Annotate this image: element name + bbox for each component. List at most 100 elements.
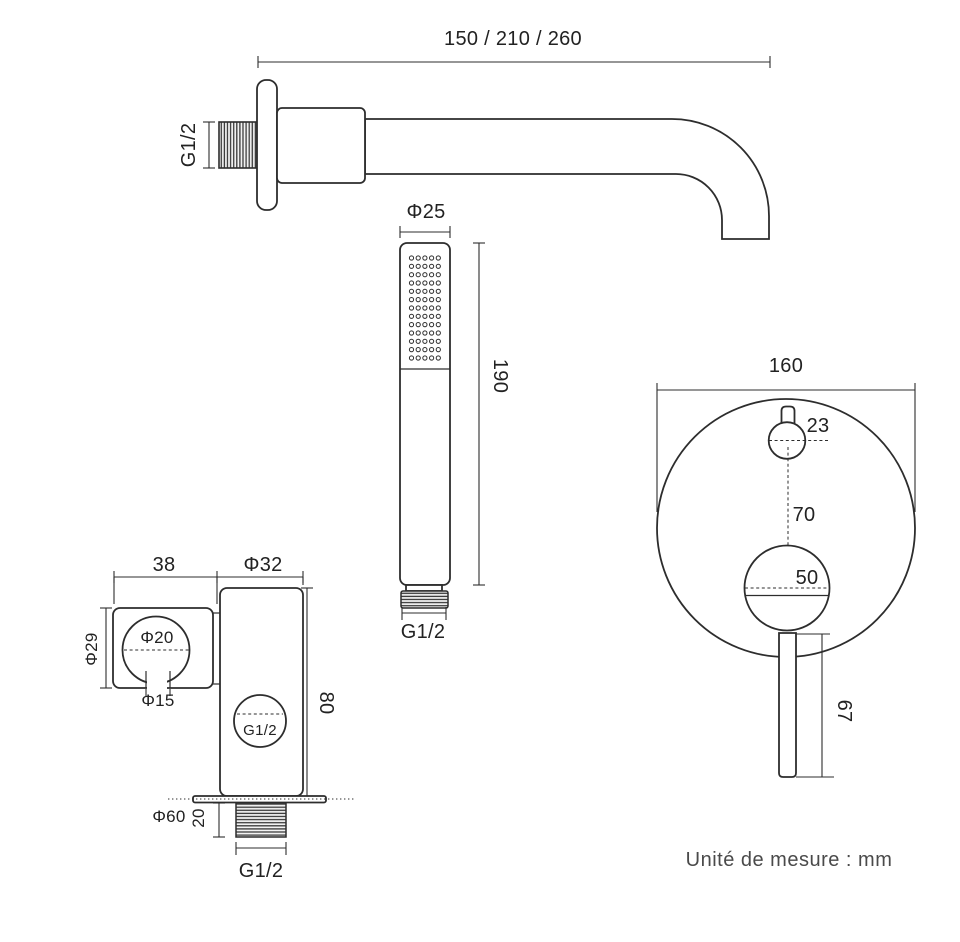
handle-base-dimension-label: 50 [796,567,819,589]
nozzle-dot [408,355,415,361]
nozzle-dot [429,322,435,328]
nozzle-dot [415,338,421,344]
nozzle-dot [422,338,428,344]
nozzle-dot [422,330,428,336]
nozzle-dot [415,280,421,286]
nozzle-dot [429,255,435,261]
nozzle-dot [415,347,421,353]
nozzle-dot [429,347,435,353]
nozzle-dot [435,297,441,303]
nozzle-dot [408,313,415,319]
nozzle-dot [429,330,435,336]
nozzle-dot [408,297,415,303]
spout-tube [364,118,770,240]
nozzle-dot [435,288,441,294]
nozzle-dot [429,338,435,344]
hand-shower-diameter-label: Φ25 [406,201,445,223]
thread-length-dimension-lines [213,802,225,838]
nozzle-dot [422,355,428,361]
wall-spout-view: 150 / 210 / 260 G1/2 [178,28,771,240]
spout-thread-label: G1/2 [178,123,200,168]
nozzle-dot [429,355,435,361]
nozzle-dot [415,355,421,361]
nozzle-dot [429,297,435,303]
nozzle-dot [435,347,441,353]
spout-length-dimension-lines [257,56,771,68]
nozzle-dot [422,297,428,303]
spout-wall-flange [256,79,278,211]
nozzle-dot [415,297,421,303]
nozzle-dot [408,305,415,311]
center-distance-label: 70 [793,504,816,526]
bracket-height-dimension-lines [100,607,112,689]
nozzle-dot [435,330,441,336]
spout-mounting-block [276,107,366,184]
nozzle-dot [435,263,441,269]
outlet-top-dimension-lines [113,571,304,604]
lever-dimension-lines [796,633,834,778]
nozzle-dot [408,322,415,328]
hand-shower-length-dimension-lines [473,242,485,586]
spout-thread-dimension-lines [203,121,215,169]
nozzle-dot [408,330,415,336]
nozzle-dot [429,305,435,311]
diverter-knob-dimension-label: 23 [807,415,830,437]
nozzle-dot [422,288,428,294]
mixer-plate-diameter-label: 160 [769,355,803,377]
lever-length-label: 67 [833,700,855,723]
wall-outlet-view: 38 Φ32 Φ20 Φ15 Φ29 [82,554,356,882]
outlet-body [219,587,304,797]
nozzle-dot [429,313,435,319]
body-height-label: 80 [315,692,337,715]
nozzle-dot [422,305,428,311]
hand-shower-length-label: 190 [489,359,511,393]
nozzle-dot [422,322,428,328]
hand-shower-thread-label: G1/2 [401,621,446,643]
nozzle-dot [435,322,441,328]
nozzle-dot [422,347,428,353]
nozzle-dot [408,347,415,353]
nozzle-dot [408,280,415,286]
nozzle-dot [435,338,441,344]
nozzle-dot [415,305,421,311]
nozzle-dot [429,280,435,286]
hand-shower-connector-thread [400,590,449,609]
unit-of-measure-note: Unité de mesure : mm [686,849,893,871]
hand-shower-body [399,242,451,586]
spray-nozzle-grid [408,255,441,361]
nozzle-dot [435,355,441,361]
side-port-thread-label: G1/2 [243,722,277,739]
side-port-circle [233,694,287,748]
nozzle-dot [408,272,415,278]
nozzle-dot [429,272,435,278]
nozzle-dot [415,263,421,269]
nozzle-dot [422,313,428,319]
nozzle-dot [415,288,421,294]
holder-ring-inner-label: Φ20 [140,628,173,647]
nozzle-dot [435,305,441,311]
nozzle-dot [422,263,428,269]
hand-shower-neck [405,584,443,592]
mixer-plate-dimension-lines [656,383,916,512]
nozzle-dot [415,313,421,319]
mixer-lever-handle [778,632,797,778]
nozzle-dot [429,263,435,269]
holder-slot-gap [147,669,167,690]
nozzle-dot [415,272,421,278]
nozzle-dot [415,322,421,328]
nozzle-dot [422,272,428,278]
outlet-body-diameter-label: Φ32 [243,554,282,576]
nozzle-dot [408,338,415,344]
nozzle-dot [429,288,435,294]
flange-diameter-label: Φ60 [152,807,185,826]
bracket-ring-outer-label: Φ29 [82,632,101,665]
spout-inlet-thread [218,121,258,169]
bottom-thread-label: G1/2 [239,860,284,882]
nozzle-dot [435,313,441,319]
outlet-bottom-thread [235,802,287,838]
spout-length-dimension-label: 150 / 210 / 260 [444,28,582,50]
thread-length-label: 20 [189,808,208,828]
hand-shower-view: Φ25 190 G1/2 [399,201,511,643]
nozzle-dot [408,263,415,269]
